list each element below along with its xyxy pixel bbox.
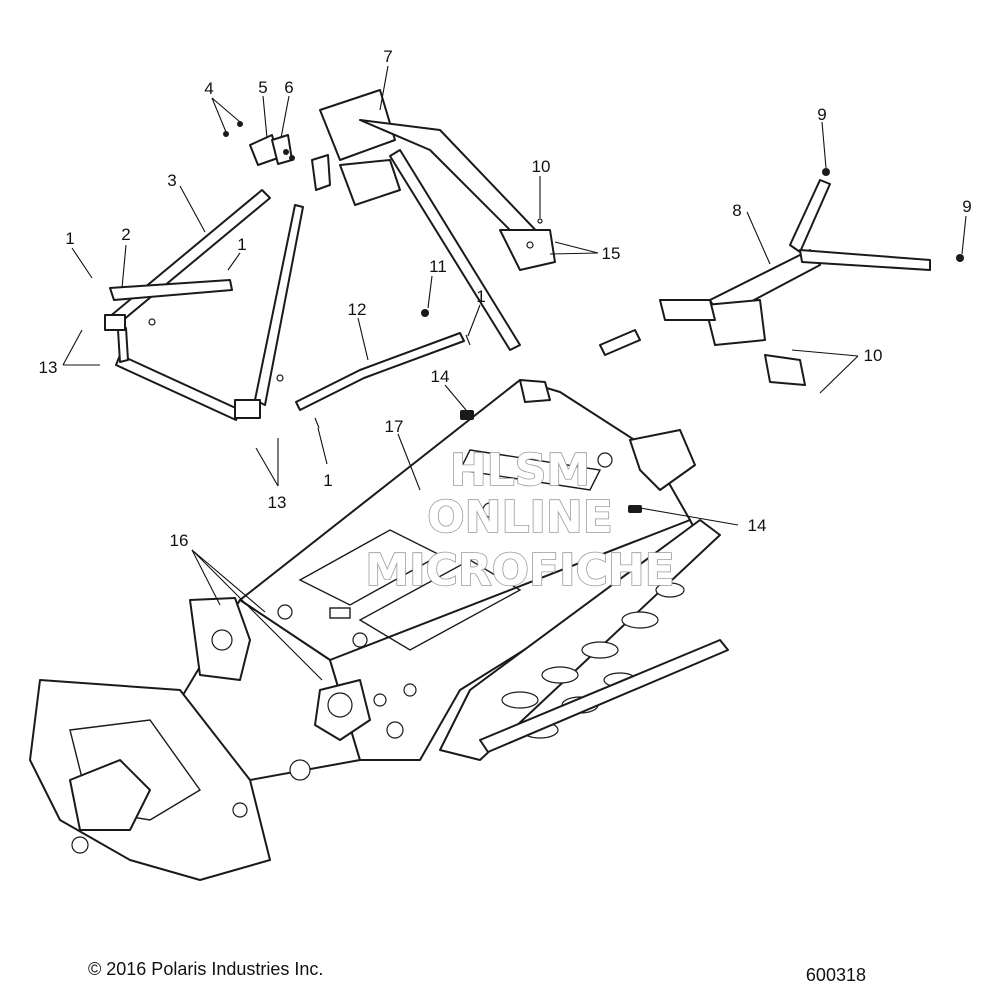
watermark-line-2: ONLINE	[427, 492, 613, 543]
rear-y-frame	[659, 168, 964, 386]
callout-14: 14	[431, 367, 450, 386]
leader-lines	[62, 65, 967, 681]
hinge-brackets	[223, 121, 331, 191]
callout-11: 11	[429, 257, 447, 276]
watermark-line-3: MICROFICHE	[365, 545, 674, 596]
callout-10: 10	[864, 346, 883, 365]
cross-brace	[295, 309, 471, 429]
callout-7: 7	[383, 47, 392, 66]
callout-10: 10	[532, 157, 551, 176]
watermark-line-1: HLSM	[450, 445, 590, 496]
callout-1: 1	[323, 471, 332, 490]
callout-1: 1	[476, 287, 485, 306]
callout-9: 9	[817, 105, 826, 124]
callout-9: 9	[962, 197, 971, 216]
callout-14: 14	[748, 516, 767, 535]
callout-13: 13	[39, 358, 58, 377]
copyright-notice: © 2016 Polaris Industries Inc.	[88, 959, 323, 979]
watermark: HLSM ONLINE MICROFICHE	[365, 444, 676, 597]
callouts: 1 2 3 4 5 6 7 1 13 12 11 1 1 13 10 15 9 …	[39, 47, 972, 550]
steering-support	[319, 89, 641, 356]
callout-8: 8	[732, 201, 741, 220]
callout-5: 5	[258, 78, 267, 97]
callout-1: 1	[65, 229, 74, 248]
callout-6: 6	[284, 78, 293, 97]
callout-4: 4	[204, 79, 213, 98]
callout-16: 16	[170, 531, 189, 550]
callout-3: 3	[167, 171, 176, 190]
chassis-frame	[29, 379, 729, 881]
figure-number: 600318	[806, 965, 866, 985]
callout-2: 2	[121, 225, 130, 244]
callout-17: 17	[385, 417, 404, 436]
callout-13: 13	[268, 493, 287, 512]
callout-12: 12	[348, 300, 367, 319]
callout-15: 15	[602, 244, 621, 263]
left-upper-frame	[104, 189, 304, 421]
callout-1: 1	[237, 235, 246, 254]
